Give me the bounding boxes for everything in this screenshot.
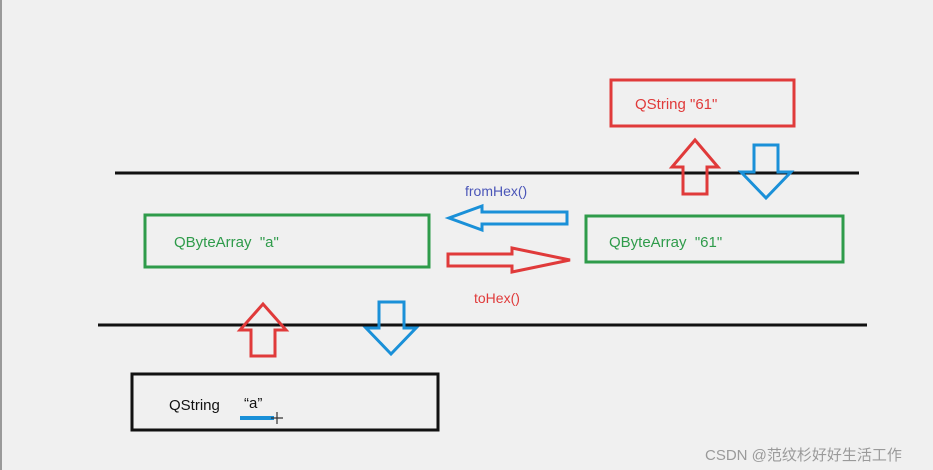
bottom-qstring-value: “a” xyxy=(244,395,262,412)
csdn-watermark: CSDN @范纹杉好好生活工作 xyxy=(705,447,902,464)
from-hex-arrow xyxy=(444,203,569,233)
from-hex-label: fromHex() xyxy=(465,183,527,199)
down-arrow-to-qstring-a xyxy=(362,300,420,357)
bottom-qstring-box xyxy=(130,372,440,432)
up-arrow-from-qstring-a xyxy=(236,301,290,358)
down-arrow-from-qstring-61 xyxy=(737,143,795,201)
qbytearray-a-box xyxy=(143,213,431,269)
qbytearray-61-label: QByteArray "61" xyxy=(609,234,722,251)
bottom-qstring-label: QString xyxy=(169,397,220,414)
qbytearray-a-label: QByteArray "a" xyxy=(174,234,279,251)
top-qstring-box xyxy=(609,78,796,128)
to-hex-arrow xyxy=(446,246,571,274)
top-qstring-label: QString "61" xyxy=(635,96,717,113)
mouse-crosshair-icon xyxy=(271,412,283,424)
qbytearray-61-box xyxy=(584,214,845,264)
up-arrow-to-qstring-61 xyxy=(668,137,722,196)
to-hex-label: toHex() xyxy=(474,290,520,306)
